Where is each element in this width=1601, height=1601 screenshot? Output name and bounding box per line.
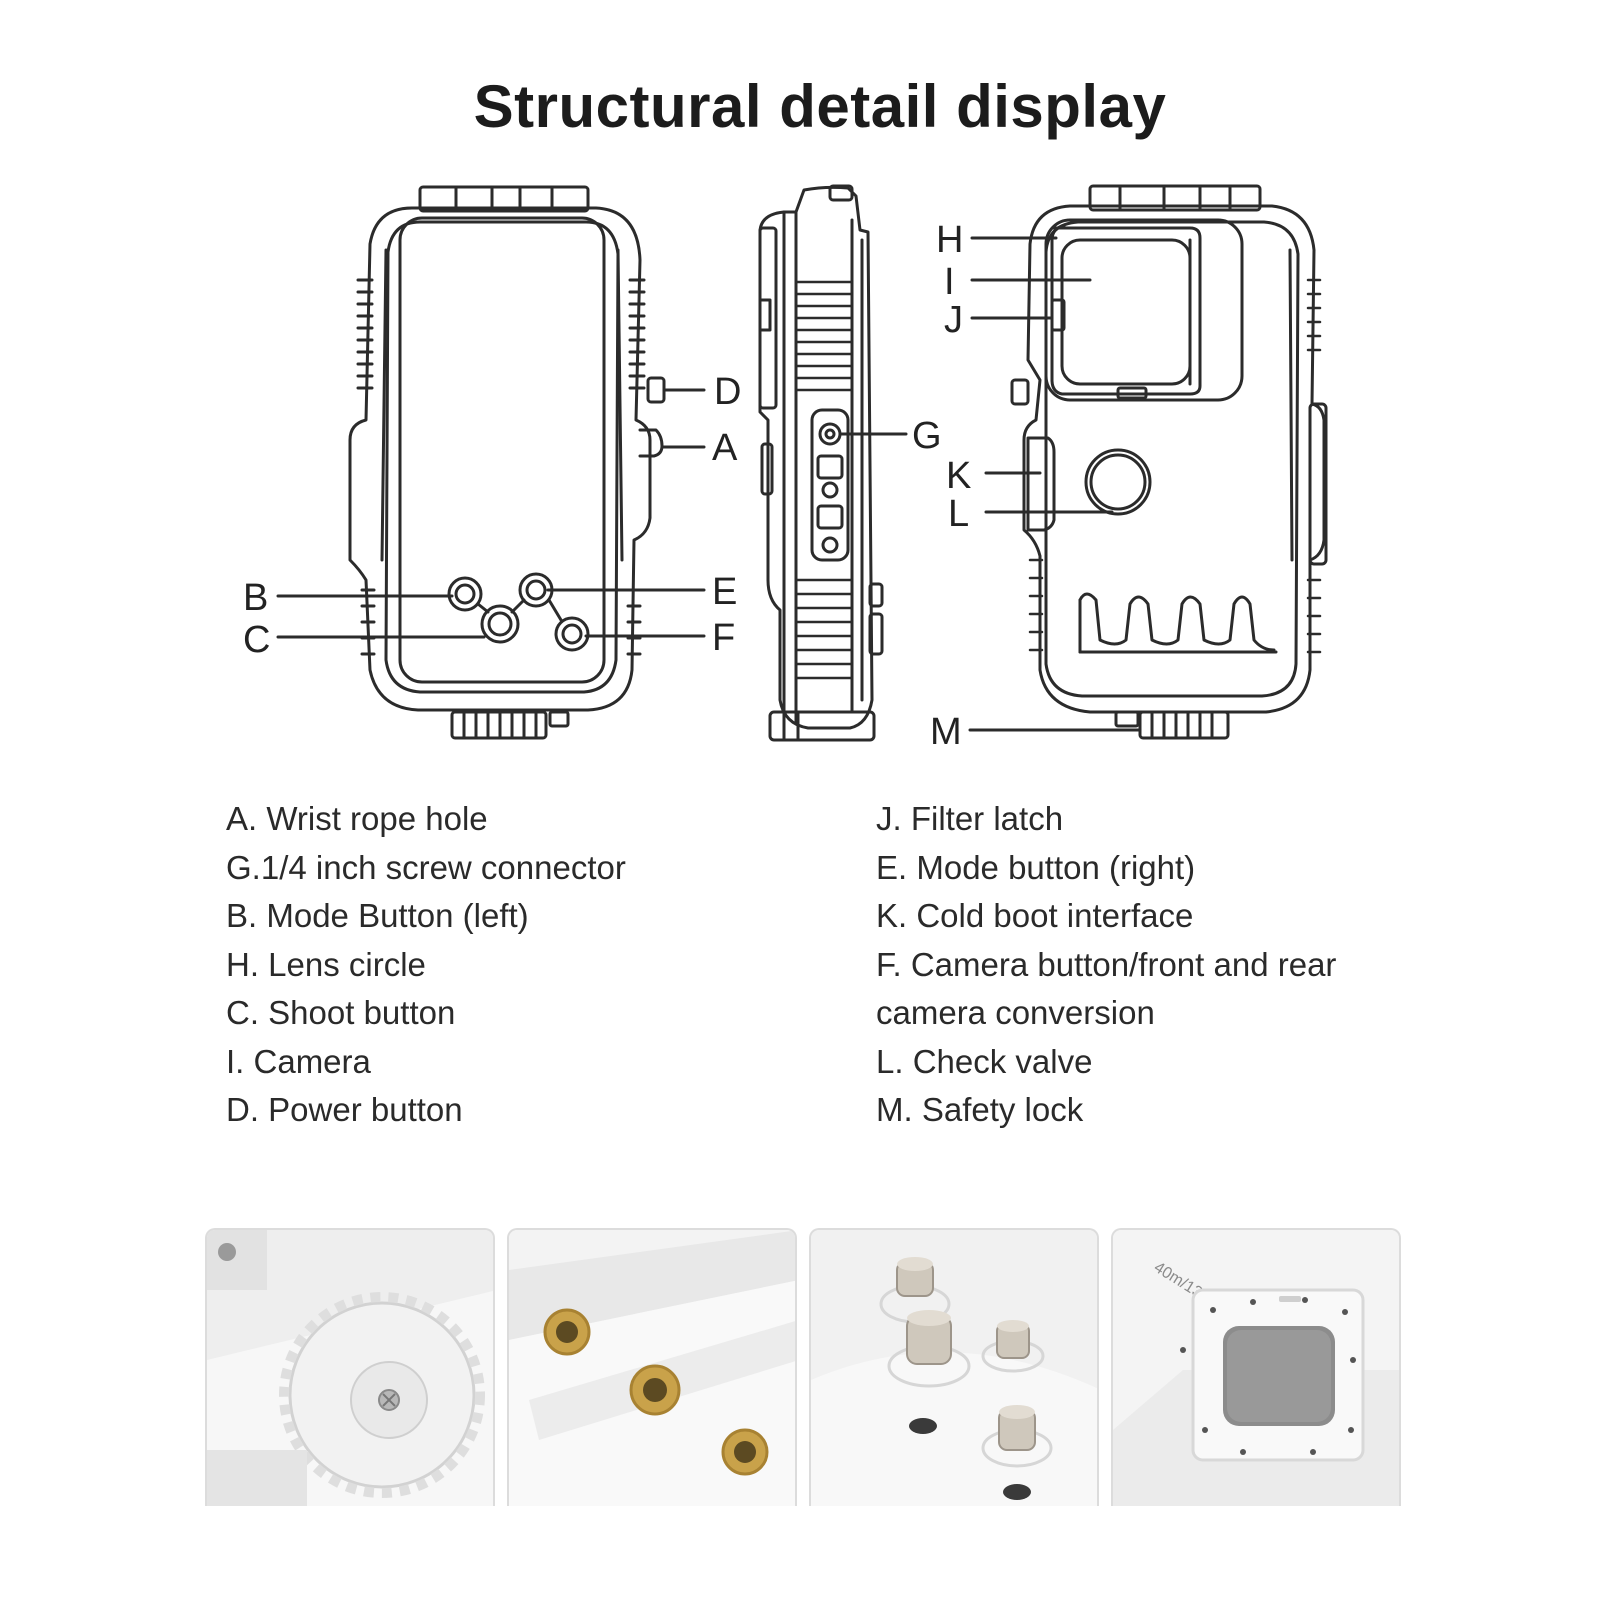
legend-item: B. Mode Button (left) [226, 897, 529, 934]
power-button-icon [646, 376, 666, 404]
legend-item: M. Safety lock [876, 1091, 1084, 1128]
safety-lock-icon [1138, 710, 1230, 740]
callout-d: D [714, 371, 741, 413]
legend-right: J. Filter latch E. Mode button (right) K… [876, 795, 1336, 1135]
legend-item: A. Wrist rope hole [226, 800, 488, 837]
legend-item: D. Power button [226, 1091, 463, 1128]
callout-b: B [243, 577, 268, 619]
back-view [968, 184, 1328, 740]
side-view [758, 184, 908, 742]
brass-inserts-icon [543, 1308, 769, 1476]
button-pins-icon [879, 1257, 1053, 1500]
callout-i: I [944, 261, 955, 303]
camera-icon [1060, 238, 1192, 386]
knob-screw-icon [279, 1292, 485, 1498]
page-title: Structural detail display [473, 73, 1167, 140]
callout-j: J [944, 299, 963, 341]
legend-item: E. Mode button (right) [876, 848, 1196, 886]
check-valve-icon [1084, 448, 1152, 516]
back-ribs [1028, 278, 1322, 654]
lens-circle-icon [1050, 224, 1202, 396]
lens-window-icon [1180, 1288, 1365, 1462]
callout-h: H [936, 219, 963, 261]
legend-item: J. Filter latch [876, 800, 1064, 837]
legend-item: F. Camera button/front and rear [876, 945, 1337, 983]
legend-item: K. Cold boot interface [876, 897, 1194, 934]
callout-e: E [712, 571, 737, 613]
callout-k: K [946, 455, 971, 497]
front-right-ribs [626, 278, 646, 656]
callout-f: F [712, 617, 735, 659]
legend-item: G.1/4 inch screw connector [226, 848, 626, 886]
legend-item: H. Lens circle [226, 945, 426, 983]
callout-l: L [948, 493, 969, 535]
cold-boot-interface-icon [1026, 436, 1056, 532]
photo-buttons [809, 1228, 1099, 1506]
front-button-cluster [447, 572, 590, 652]
photo-lens-window: 40m/130ft [1111, 1228, 1401, 1506]
callout-a: A [712, 427, 738, 469]
legend-left: A. Wrist rope hole G.1/4 inch screw conn… [226, 795, 626, 1135]
legend-item: camera conversion [876, 994, 1155, 1031]
callout-m: M [930, 711, 962, 753]
photo-safety-lock [205, 1228, 495, 1506]
callout-c: C [243, 619, 270, 661]
detail-photos: 40m/130ft [205, 1228, 1401, 1506]
front-view [276, 185, 706, 740]
side-bottom-knob [768, 710, 876, 742]
filter-latch-icon [1050, 298, 1066, 332]
legend-item: I. Camera [226, 1042, 371, 1080]
side-ribs [794, 280, 854, 680]
callout-g: G [912, 415, 942, 457]
photo-screw-connectors [507, 1228, 797, 1506]
case-diagram: D A B C E F G H I J K L M [243, 184, 1328, 753]
legend-item: C. Shoot button [226, 994, 456, 1031]
legend-item: L. Check valve [876, 1042, 1093, 1080]
